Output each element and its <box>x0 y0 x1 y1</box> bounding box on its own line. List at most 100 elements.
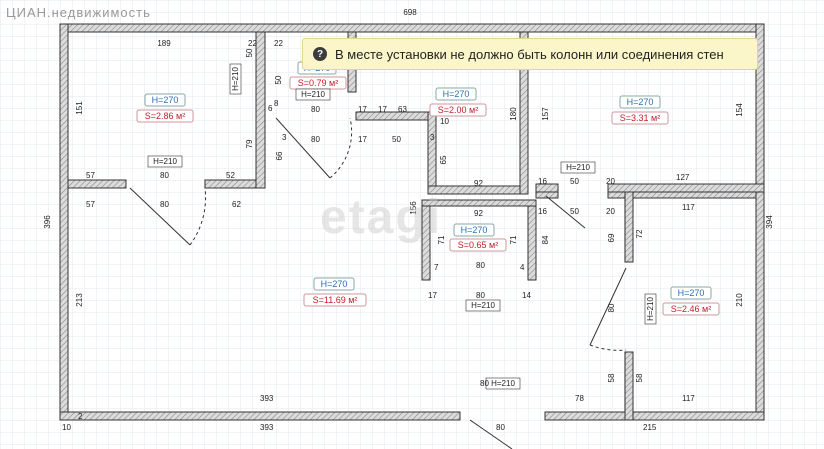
dim: 80 <box>311 135 320 144</box>
dim: 3 <box>282 133 287 142</box>
dim: 80 <box>311 105 320 114</box>
dim: 393 <box>260 423 274 432</box>
door-height-label: H=210 <box>231 67 240 91</box>
dim: 80 <box>160 171 169 180</box>
dim: 20 <box>606 177 615 186</box>
door-height-label: H=210 <box>471 301 495 310</box>
dim: 154 <box>735 103 744 117</box>
door-height-label: H=210 <box>566 163 590 172</box>
dim: 17 <box>358 105 367 114</box>
dim: 4 <box>520 263 525 272</box>
tooltip-text: В месте установки не должно быть колонн … <box>335 46 724 62</box>
room-area-label: S=0.79 м² <box>298 78 338 88</box>
room-small[interactable]: H=270 S=2.46 м² <box>662 286 720 316</box>
room-right[interactable]: H=270 S=3.31 м² <box>611 95 669 125</box>
dim: 117 <box>682 394 695 403</box>
dim: 151 <box>75 101 84 115</box>
dim: 50 <box>245 48 254 57</box>
room-height-label: H=270 <box>627 97 654 107</box>
room-area-label: S=2.00 м² <box>438 105 478 115</box>
dim: 63 <box>398 105 407 114</box>
doors <box>129 117 627 449</box>
dim: 6 <box>268 104 273 113</box>
dim: 57 <box>86 200 95 209</box>
dim: 213 <box>75 293 84 307</box>
brand-watermark: ЦИАН.недвижимость <box>6 5 151 20</box>
dim-left-total: 396 <box>43 215 52 229</box>
door-height-label: H=210 <box>301 90 325 99</box>
dim: 3 <box>430 133 435 142</box>
room-area-label: S=3.31 м² <box>620 113 660 123</box>
dim: 92 <box>474 209 483 218</box>
dim: 50 <box>570 207 579 216</box>
dim: 7 <box>434 263 439 272</box>
room-area-label: S=0.65 м² <box>458 240 498 250</box>
dim: 157 <box>541 107 550 121</box>
room-area-label: S=2.46 м² <box>671 304 711 314</box>
dim: 80 <box>480 379 489 388</box>
dim: 180 <box>509 107 518 121</box>
dim: 17 <box>428 291 437 300</box>
dim: 66 <box>275 151 284 160</box>
dim: 71 <box>437 235 446 244</box>
dim: 92 <box>474 179 483 188</box>
dim: 78 <box>575 394 584 403</box>
dim: 10 <box>440 117 449 126</box>
dim: 210 <box>735 293 744 307</box>
dim: 17 <box>358 135 367 144</box>
dim: 10 <box>62 423 71 432</box>
dim: 69 <box>607 233 616 242</box>
dim: 22 <box>248 39 257 48</box>
dim: 65 <box>439 155 448 164</box>
dim: 22 <box>274 39 283 48</box>
room-bath[interactable]: H=270 S=2.00 м² <box>429 87 487 117</box>
dim: 156 <box>409 201 418 215</box>
dim: 2 <box>78 412 83 421</box>
room-height-label: H=270 <box>678 288 705 298</box>
dim: 72 <box>635 229 644 238</box>
room-area-label: S=2.86 м² <box>145 111 185 121</box>
dim: 14 <box>522 291 531 300</box>
dim: 215 <box>643 423 657 432</box>
dim: 16 <box>538 177 547 186</box>
placement-tooltip[interactable]: ? В месте установки не должно быть колон… <box>302 38 758 70</box>
dim: 80 <box>496 423 505 432</box>
dim: 80 <box>160 200 169 209</box>
info-icon: ? <box>313 47 327 61</box>
dim: 127 <box>676 173 690 182</box>
dim: 79 <box>245 139 254 148</box>
room-height-label: H=270 <box>461 225 488 235</box>
room-living[interactable]: H=270 S=11.69 м² <box>303 277 367 307</box>
dim: 58 <box>635 373 644 382</box>
room-area-label: S=11.69 м² <box>313 295 358 305</box>
door-labels: H=210 H=210 H=210 H=210 H=210 H=210 H=21… <box>147 63 657 390</box>
dim: 117 <box>682 203 695 212</box>
dim: 50 <box>274 75 283 84</box>
dim: 57 <box>86 171 95 180</box>
dim: 8 <box>274 99 279 108</box>
dim: 80 <box>476 291 485 300</box>
room-height-label: H=270 <box>152 95 179 105</box>
dim: 50 <box>392 135 401 144</box>
dim: 80 <box>476 261 485 270</box>
door-height-label: H=210 <box>491 379 515 388</box>
dim: 20 <box>606 207 615 216</box>
dim: 62 <box>232 200 241 209</box>
dim-right-total: 394 <box>765 215 774 229</box>
dim-top-total: 698 <box>403 8 417 17</box>
room-height-label: H=270 <box>321 279 348 289</box>
dim: 80 <box>607 303 616 312</box>
dim: 71 <box>509 235 518 244</box>
room-storage[interactable]: H=270 S=0.65 м² <box>449 223 507 252</box>
dim: 50 <box>570 177 579 186</box>
dim: 16 <box>538 207 547 216</box>
room-bedroom-left[interactable]: H=270 S=2.86 м² <box>136 93 194 123</box>
dim: 189 <box>157 39 171 48</box>
dim: 17 <box>378 105 387 114</box>
dim: 393 <box>260 394 274 403</box>
room-height-label: H=270 <box>443 89 470 99</box>
dim: 52 <box>226 171 235 180</box>
dimension-labels: 698 189 22 22 57 80 52 57 80 62 80 80 17… <box>43 8 774 432</box>
